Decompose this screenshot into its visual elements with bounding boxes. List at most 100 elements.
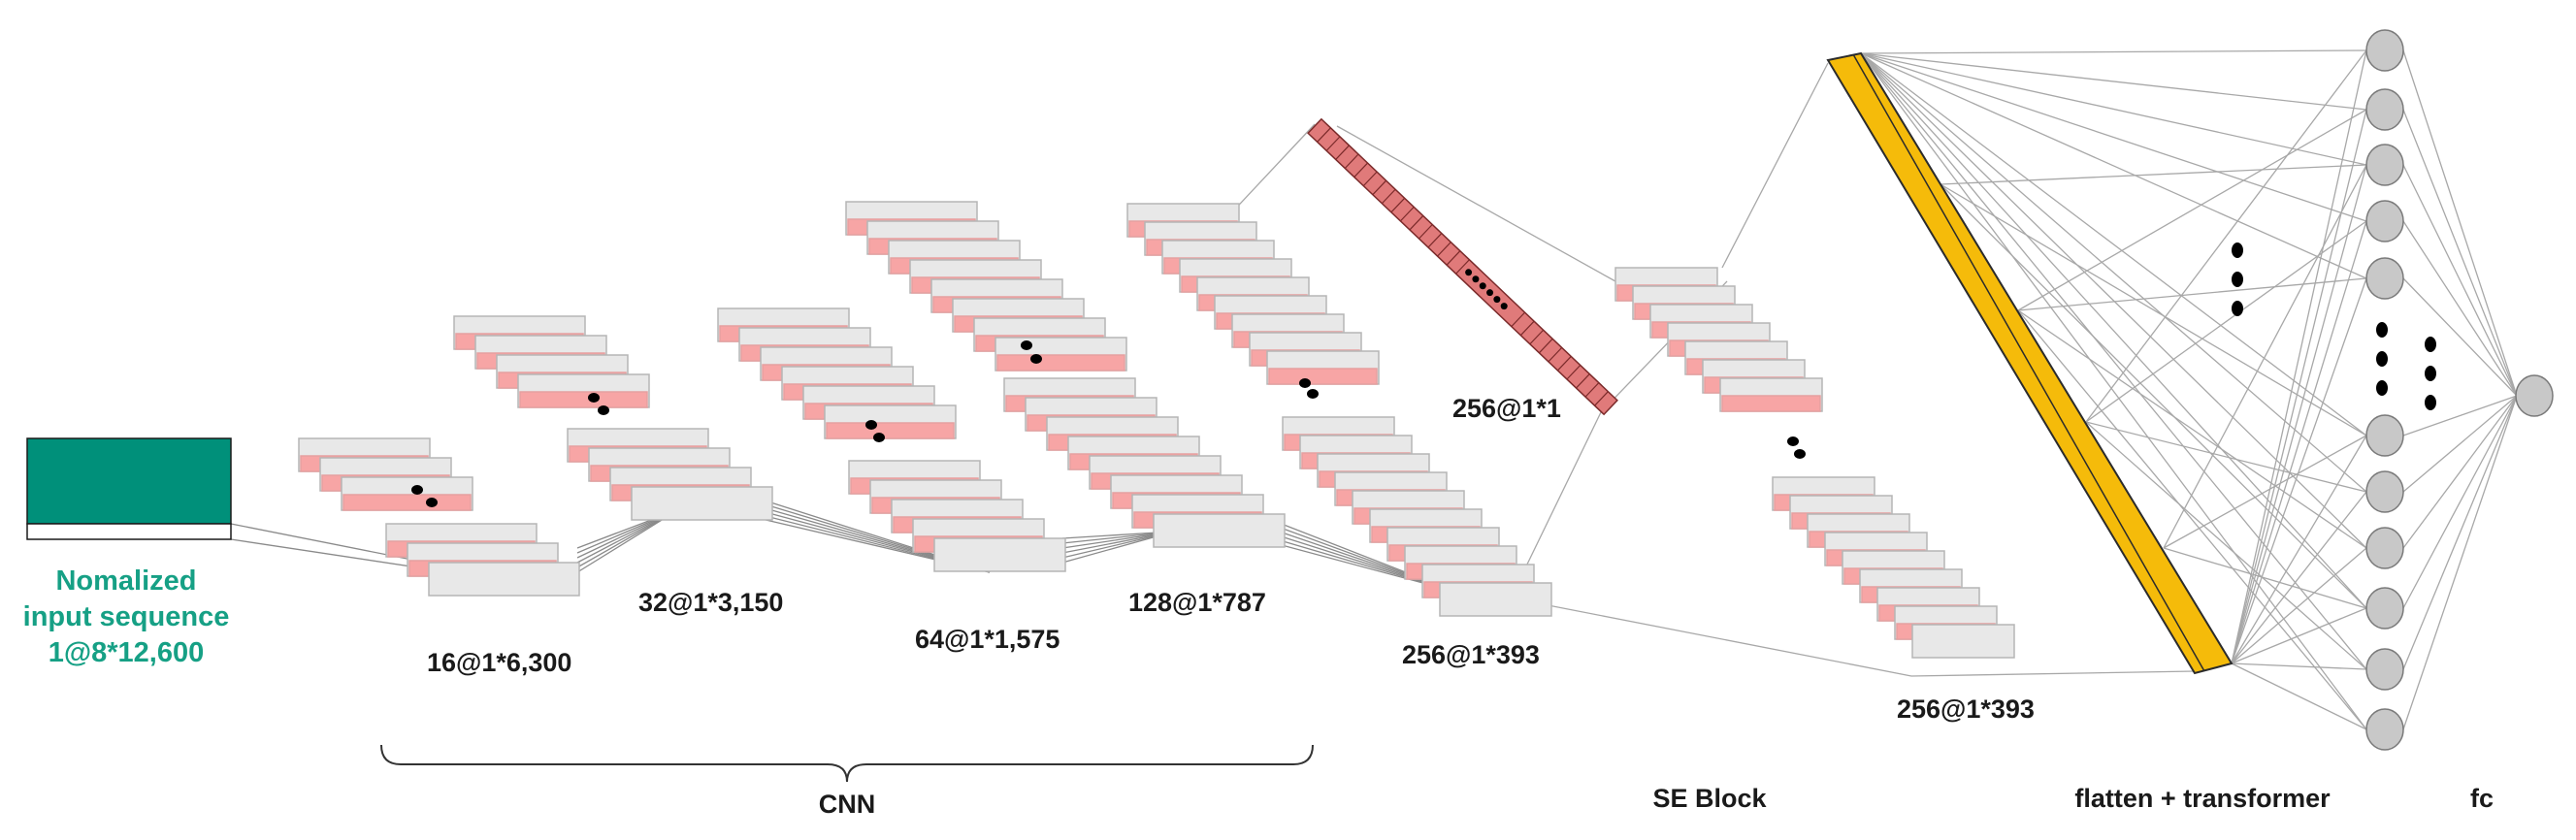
se-to-transformer-line [1910, 670, 2196, 677]
se-bar-segment [1557, 356, 1572, 372]
cnn2-top-stack-stripe [519, 391, 648, 408]
transformer-to-fc-line [2017, 277, 2367, 311]
se-bar-segment [1418, 224, 1433, 240]
cnn4-top-stack-stripe [996, 354, 1125, 372]
cnn4-top-stack [845, 201, 1127, 372]
transformer-to-fc-line [2231, 164, 2367, 664]
fc-node [2365, 708, 2404, 751]
se-bar-segment [1344, 153, 1359, 169]
transformer-to-fc-line [2231, 662, 2367, 670]
fc-group-label: fc [2470, 784, 2494, 813]
cnn3-bottom-stack [848, 460, 1066, 572]
fc-to-output-line [2402, 395, 2518, 436]
transformer-to-fc-line [2085, 49, 2367, 423]
feature-map-stacks [298, 201, 2015, 659]
se-top-stack-stripe [1721, 395, 1821, 412]
se-to-transformer-line [1721, 62, 1829, 269]
ellipsis-dot [2425, 395, 2436, 410]
ellipsis-dot [411, 485, 423, 495]
fc-node [2365, 144, 2404, 186]
transformer-bar-edge [1852, 53, 2205, 672]
se-bar-dot [1500, 303, 1508, 310]
se-bar-segment [1362, 171, 1378, 187]
cnn1-top-stack-stripe [342, 494, 472, 511]
transformer-group-label: flatten + transformer [2074, 784, 2331, 813]
cnn5-to-se-output-line [1527, 600, 1912, 677]
cnn5-bottom-stack-sheet [1439, 582, 1552, 617]
transformer-to-fc-line [2085, 421, 2367, 493]
se-bar-dot [1479, 282, 1486, 290]
fc-node [2365, 257, 2404, 300]
transformer-to-fc-line [2017, 309, 2367, 549]
se-bar-segment [1538, 338, 1553, 354]
se-bar-dot [1486, 289, 1494, 297]
transformer-to-fc-line [1860, 52, 2367, 111]
fc-nodes [2365, 29, 2554, 751]
ellipsis-dot [2376, 380, 2388, 396]
transformer-to-fc-line [2231, 662, 2367, 730]
se-bar-segment [1455, 259, 1470, 275]
cnn-layer2-label: 32@1*3,150 [638, 588, 783, 617]
se-bar-segment [1594, 391, 1609, 406]
fc-to-output-line [2402, 164, 2518, 397]
cnn4-bottom-stack [1003, 377, 1286, 548]
transformer-to-fc-line [1860, 52, 2367, 609]
se-bar-segment [1353, 162, 1368, 178]
se-bar-segment [1519, 320, 1535, 337]
se-bar-segment [1576, 373, 1590, 389]
se-bar-segment [1325, 136, 1341, 151]
fc-to-output-line [2402, 109, 2518, 397]
cnn1-top-stack [298, 437, 473, 511]
transformer-to-fc-line [1940, 164, 2367, 185]
fc-node [2365, 527, 2404, 569]
fc-to-output-line [2402, 395, 2518, 493]
ellipsis-dot [1794, 449, 1806, 459]
transformer-to-fc-line [1860, 52, 2367, 493]
transformer-to-fc-line [1860, 49, 2367, 54]
se-bottom-stack-sheet [1911, 624, 2015, 659]
fc-to-output-line [2402, 49, 2518, 397]
input-block-filled [26, 437, 232, 525]
se-bar-segment [1409, 215, 1424, 231]
ellipsis-dot [2376, 351, 2388, 367]
cnn5-top-stack [1126, 203, 1380, 385]
cnn-layer5-label: 256@1*393 [1402, 640, 1540, 669]
transformer-to-fc-line [2231, 277, 2367, 664]
se-bar-segment [1446, 250, 1461, 266]
ellipsis-dots [411, 242, 2436, 507]
ellipsis-dot [1299, 378, 1311, 388]
se-bar-segment [1399, 206, 1415, 222]
ellipsis-dot [1030, 354, 1042, 364]
se-bar-segment [1566, 365, 1581, 380]
se-group-label: SE Block [1652, 784, 1767, 813]
fc-node [2365, 29, 2404, 72]
input-block-empty-row [26, 523, 232, 540]
cnn-group-label: CNN [819, 790, 876, 819]
fc-to-output-line [2402, 395, 2518, 730]
se-bar-segment [1381, 188, 1396, 205]
transformer-to-fc-line [2231, 49, 2367, 664]
fc-to-output-line [2402, 395, 2518, 549]
transformer-to-fc-line [2231, 547, 2367, 664]
cnn2-top-stack [453, 315, 650, 408]
ellipsis-dot [2376, 322, 2388, 338]
input-label-line2: input sequence [23, 601, 230, 632]
se-squeeze-label: 256@1*1 [1452, 394, 1561, 423]
se-bar-to-se-stack-line [1336, 125, 1616, 282]
transformer-to-fc-line [2085, 220, 2367, 423]
fc-to-output-line [2402, 395, 2518, 609]
ellipsis-dot [2232, 301, 2243, 316]
fc-to-output-line [2402, 395, 2518, 670]
cnn5-to-se-bar-line [1522, 411, 1602, 573]
se-bar-segment [1529, 329, 1545, 345]
cnn-layer1-label: 16@1*6,300 [427, 648, 571, 677]
cnn4-bottom-stack-sheet [1153, 513, 1286, 548]
cnn5-to-se-bar-line [1226, 123, 1316, 218]
ellipsis-dot [865, 420, 877, 430]
ellipsis-dot [426, 498, 438, 507]
transformer-to-fc-line [2231, 220, 2367, 664]
se-bottom-stack [1772, 476, 2015, 659]
input-label-line3: 1@8*12,600 [49, 637, 205, 668]
transformer-bar [1826, 51, 2234, 675]
